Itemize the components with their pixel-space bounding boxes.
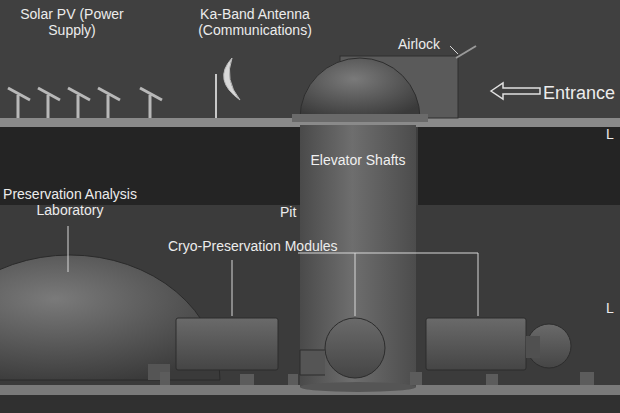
panel-label: Solar PV (Power Supply) [12,6,132,38]
pit-label: Pit [280,204,304,220]
node-text: Elevator Shafts [300,152,416,169]
antenna-label: Ka-Band Antenna (Communications) [180,6,330,38]
level-label: L [606,300,618,316]
airlock-label: Airlock [398,36,458,52]
elevator-shaft: Elevator Shafts [300,152,416,169]
level-label: L [606,126,618,142]
modules-label: Cryo-Preservation Modules [168,238,358,254]
lab-label: Preservation Analysis Laboratory [0,186,140,218]
entrance-label: Entrance [543,82,615,104]
